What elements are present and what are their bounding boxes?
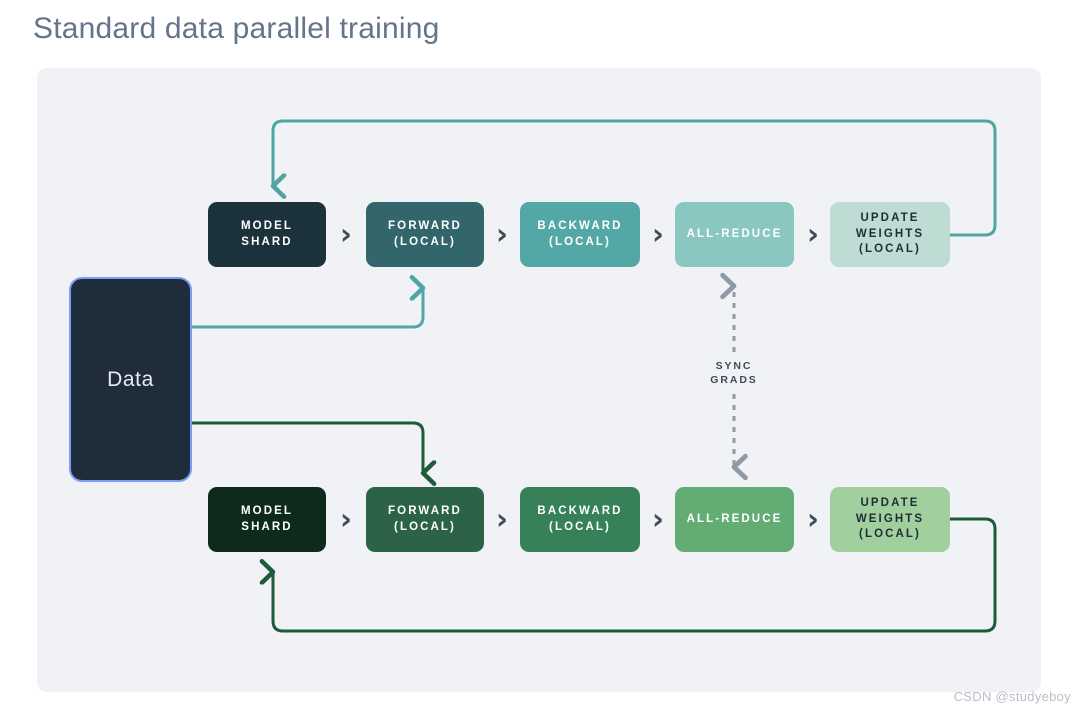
chevron-right-icon: › [496, 217, 508, 251]
stage-label: UPDATE WEIGHTS (LOCAL) [855, 212, 925, 256]
top-stage-all-reduce[interactable]: ALL-REDUCE [675, 202, 794, 267]
stage-label: UPDATE WEIGHTS (LOCAL) [855, 497, 925, 541]
bottom-stage-forward-local[interactable]: FORWARD (LOCAL) [366, 487, 484, 552]
chevron-right-icon: › [652, 217, 664, 251]
watermark: CSDN @studyeboy [953, 689, 1071, 704]
stage-label: BACKWARD (LOCAL) [537, 505, 623, 533]
stage-label: ALL-REDUCE [686, 227, 783, 240]
stage-label: ALL-REDUCE [686, 512, 783, 525]
top-stage-backward-local[interactable]: BACKWARD (LOCAL) [520, 202, 640, 267]
connector-data-to-bottom-forward [190, 421, 423, 473]
chevron-right-icon: › [340, 217, 352, 251]
top-stage-forward-local[interactable]: FORWARD (LOCAL) [366, 202, 484, 267]
stage-label: BACKWARD (LOCAL) [537, 220, 623, 248]
stage-label: MODEL SHARD [240, 220, 294, 248]
stage-label: MODEL SHARD [240, 505, 294, 533]
bottom-stage-backward-local[interactable]: BACKWARD (LOCAL) [520, 487, 640, 552]
data-source-label: Data [107, 367, 154, 391]
chevron-right-icon: › [652, 502, 664, 536]
stage-label: FORWARD (LOCAL) [388, 505, 462, 533]
stage-label: FORWARD (LOCAL) [388, 220, 462, 248]
bottom-stage-update-weights[interactable]: UPDATE WEIGHTS (LOCAL) [830, 487, 950, 552]
connector-data-to-top-forward [190, 288, 423, 329]
data-source-box[interactable]: Data [69, 277, 192, 482]
bottom-stage-model-shard[interactable]: MODEL SHARD [208, 487, 326, 552]
chevron-right-icon: › [807, 217, 819, 251]
chevron-right-icon: › [807, 502, 819, 536]
bottom-stage-all-reduce[interactable]: ALL-REDUCE [675, 487, 794, 552]
chevron-right-icon: › [340, 502, 352, 536]
page-title: Standard data parallel training [33, 12, 440, 45]
top-stage-model-shard[interactable]: MODEL SHARD [208, 202, 326, 267]
chevron-right-icon: › [496, 502, 508, 536]
top-stage-update-weights[interactable]: UPDATE WEIGHTS (LOCAL) [830, 202, 950, 267]
sync-grads-label: SYNC GRADS [710, 360, 758, 386]
